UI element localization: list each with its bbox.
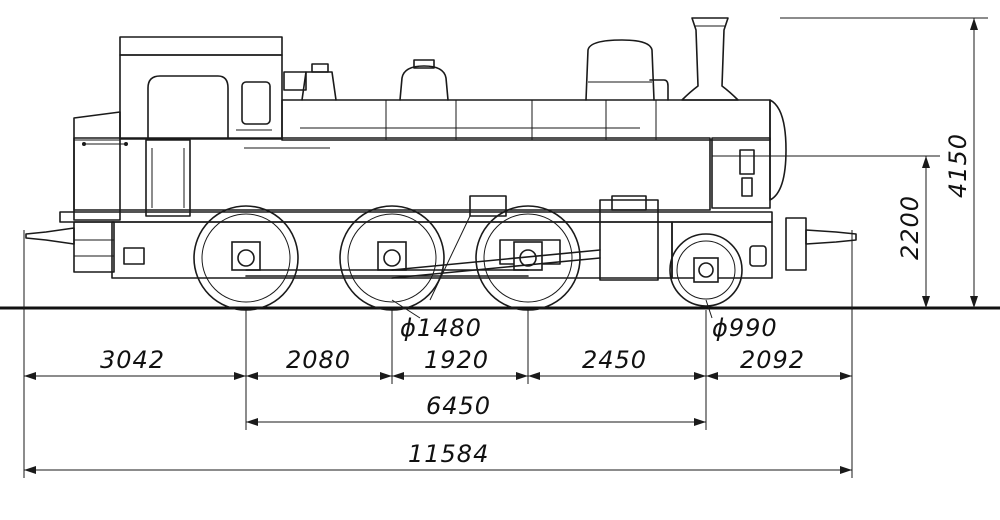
coal-bunker: [73, 111, 121, 221]
sand-dome: [399, 65, 449, 101]
dim-axle-spacing-2: 1920: [424, 346, 489, 374]
front-buffer: [805, 229, 857, 245]
cab-side-window: [241, 81, 271, 125]
carrying-wheel: [669, 233, 743, 307]
cab-window: [147, 75, 229, 139]
footplate: [59, 211, 773, 223]
cab-door: [145, 139, 191, 217]
dim-axle-spacing-1: 2080: [286, 346, 351, 374]
cylinder: [599, 199, 659, 281]
dim-carrying-wheel-diameter: ϕ990: [712, 314, 778, 342]
dim-axle-spacing-3: 2450: [582, 346, 647, 374]
front-buffer-beam: [785, 217, 807, 271]
dim-front-overhang: 3042: [100, 346, 165, 374]
dim-rear-overhang: 2092: [740, 346, 805, 374]
driving-wheel-2: [339, 205, 445, 311]
rear-buffer: [25, 227, 75, 245]
smokebox-door: [769, 99, 787, 201]
driving-wheel-1: [193, 205, 299, 311]
boiler: [281, 99, 771, 141]
dimension-lines: [23, 17, 988, 478]
chimney: [681, 17, 739, 101]
cab: [119, 54, 283, 140]
dim-driving-wheel-diameter: ϕ1480: [400, 314, 482, 342]
steam-dome: [585, 39, 655, 101]
dim-overall-length: 11584: [408, 440, 489, 468]
dim-wheelbase: 6450: [426, 392, 491, 420]
dim-boiler-axis-height: 2200: [896, 195, 924, 260]
connecting-rods: [245, 215, 601, 301]
dim-overall-height: 4150: [944, 133, 972, 198]
side-tank: [73, 137, 711, 211]
cab-roof: [119, 36, 283, 56]
safety-valve: [301, 71, 337, 101]
